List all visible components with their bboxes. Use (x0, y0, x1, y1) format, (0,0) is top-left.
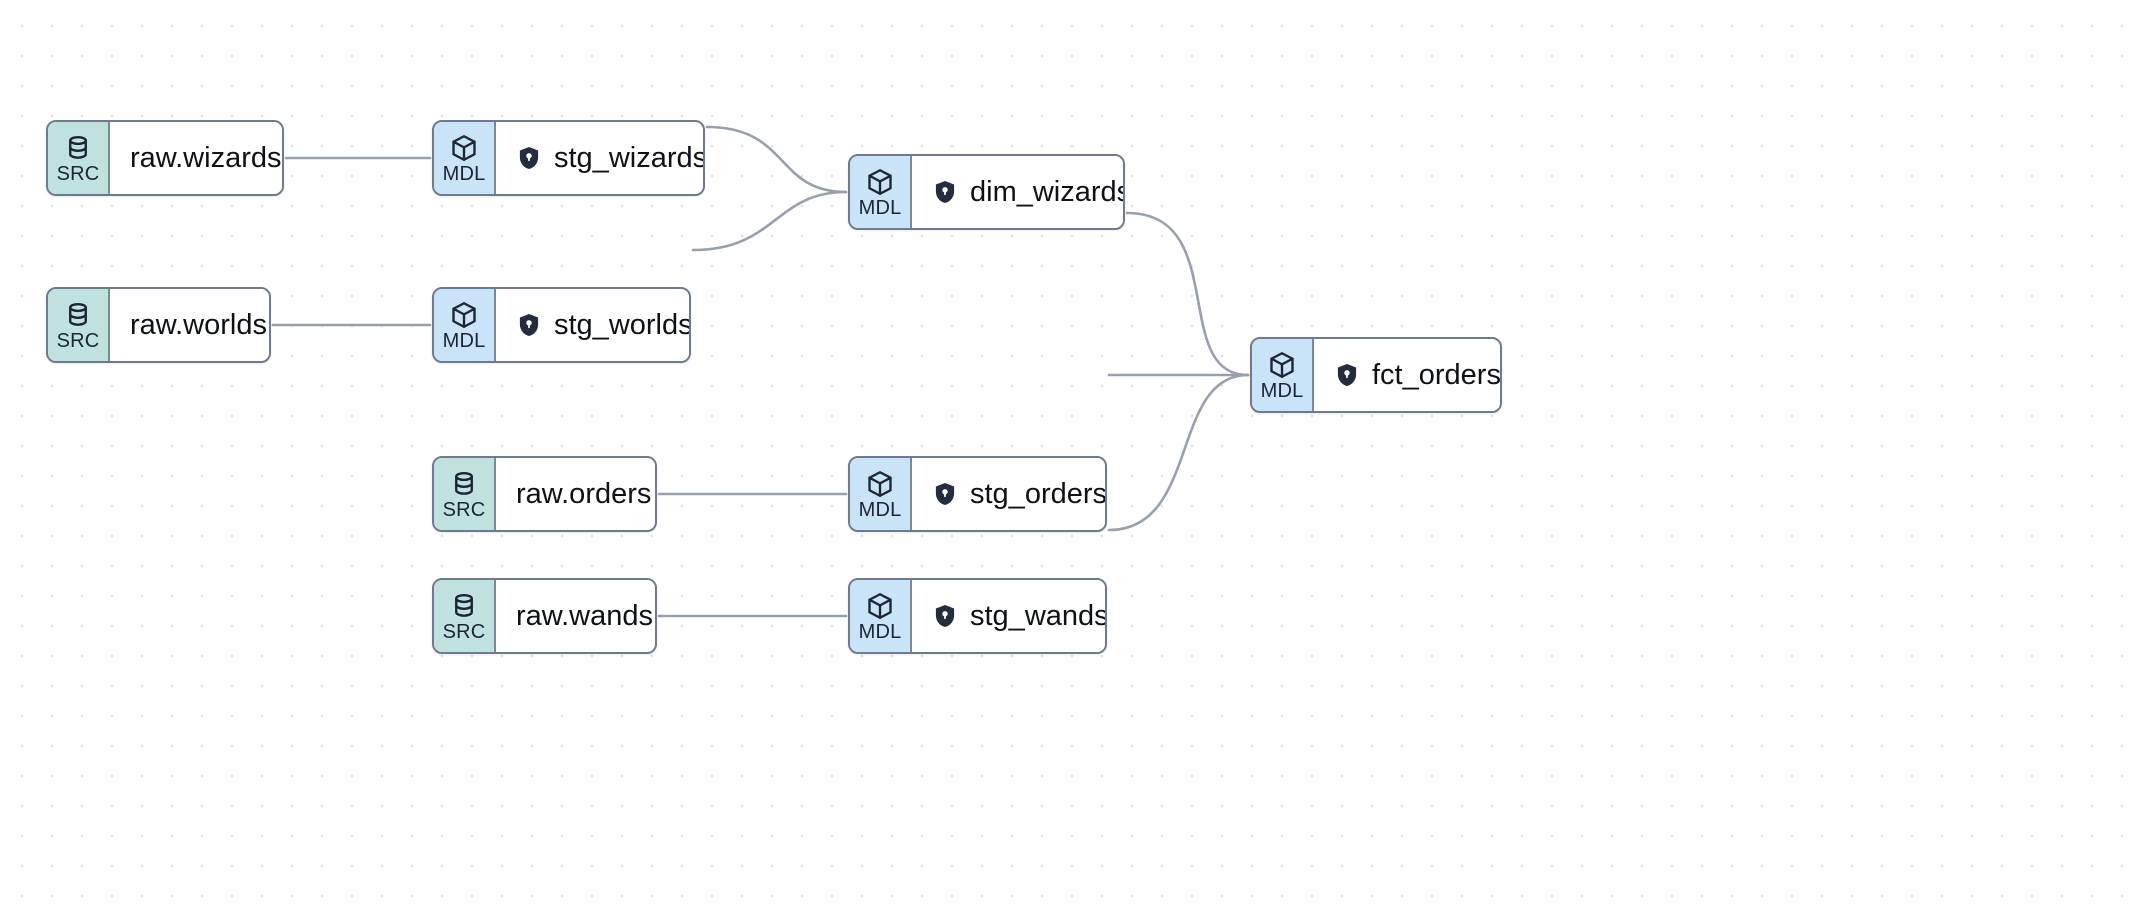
node-type-badge-label: MDL (858, 620, 902, 643)
node-type-badge-source: SRC (48, 122, 110, 194)
node-type-badge-label: MDL (442, 329, 486, 352)
database-icon (449, 469, 479, 499)
node-body: raw.wands (496, 580, 655, 652)
shield-lock-icon (516, 312, 542, 338)
lineage-node-raw_wizards[interactable]: SRC raw.wizards (46, 120, 284, 196)
node-type-badge-model: MDL (850, 458, 912, 530)
node-label: fct_orders (1372, 358, 1501, 391)
node-label: stg_orders (970, 477, 1107, 510)
lineage-node-dim_wizards[interactable]: MDL dim_wizards (848, 154, 1125, 230)
cube-icon (865, 167, 895, 197)
node-type-badge-label: MDL (442, 162, 486, 185)
node-body: raw.wizards (110, 122, 282, 194)
node-type-badge-label: SRC (56, 329, 100, 352)
shield-lock-icon (932, 481, 958, 507)
shield-lock-icon (932, 603, 958, 629)
lineage-edge-dim_wizards-to-fct_orders (1125, 211, 1250, 377)
lineage-edge-stg_worlds-to-dim_wizards (691, 190, 848, 252)
lineage-node-stg_orders[interactable]: MDL stg_orders (848, 456, 1107, 532)
cube-icon (449, 300, 479, 330)
database-icon (63, 133, 93, 163)
node-type-badge-label: SRC (56, 162, 100, 185)
node-label: dim_wizards (970, 175, 1125, 208)
node-type-badge-source: SRC (434, 580, 496, 652)
node-body: stg_orders (912, 458, 1107, 530)
node-type-badge-model: MDL (1252, 339, 1314, 411)
node-type-badge-label: MDL (858, 498, 902, 521)
node-type-badge-model: MDL (434, 289, 496, 361)
lineage-node-raw_wands[interactable]: SRC raw.wands (432, 578, 657, 654)
lineage-edge-stg_wands-to-fct_orders (1107, 373, 1250, 532)
node-label: stg_wizards (554, 141, 705, 174)
node-type-badge-source: SRC (48, 289, 110, 361)
node-type-badge-label: MDL (1260, 379, 1304, 402)
lineage-node-raw_worlds[interactable]: SRC raw.worlds (46, 287, 271, 363)
node-body: dim_wizards (912, 156, 1125, 228)
node-type-badge-label: SRC (442, 620, 486, 643)
node-body: stg_worlds (496, 289, 691, 361)
node-type-badge-model: MDL (434, 122, 496, 194)
cube-icon (865, 591, 895, 621)
shield-lock-icon (1334, 362, 1360, 388)
node-type-badge-model: MDL (850, 156, 912, 228)
node-type-badge-label: MDL (858, 196, 902, 219)
node-type-badge-model: MDL (850, 580, 912, 652)
node-label: raw.wands (516, 599, 654, 632)
node-label: stg_worlds (554, 308, 691, 341)
shield-lock-icon (932, 179, 958, 205)
cube-icon (865, 469, 895, 499)
lineage-node-fct_orders[interactable]: MDL fct_orders (1250, 337, 1502, 413)
node-body: raw.orders (496, 458, 655, 530)
database-icon (449, 591, 479, 621)
lineage-edge-stg_wizards-to-dim_wizards (705, 125, 848, 194)
lineage-node-raw_orders[interactable]: SRC raw.orders (432, 456, 657, 532)
cube-icon (449, 133, 479, 163)
node-label: raw.wizards (130, 141, 282, 174)
lineage-node-stg_worlds[interactable]: MDL stg_worlds (432, 287, 691, 363)
node-body: fct_orders (1314, 339, 1501, 411)
shield-lock-icon (516, 145, 542, 171)
lineage-node-stg_wands[interactable]: MDL stg_wands (848, 578, 1107, 654)
node-type-badge-source: SRC (434, 458, 496, 530)
node-body: raw.worlds (110, 289, 269, 361)
node-body: stg_wizards (496, 122, 705, 194)
node-type-badge-label: SRC (442, 498, 486, 521)
node-label: stg_wands (970, 599, 1107, 632)
node-body: stg_wands (912, 580, 1107, 652)
lineage-node-stg_wizards[interactable]: MDL stg_wizards (432, 120, 705, 196)
database-icon (63, 300, 93, 330)
node-label: raw.orders (516, 477, 652, 510)
node-label: raw.worlds (130, 308, 267, 341)
cube-icon (1267, 350, 1297, 380)
